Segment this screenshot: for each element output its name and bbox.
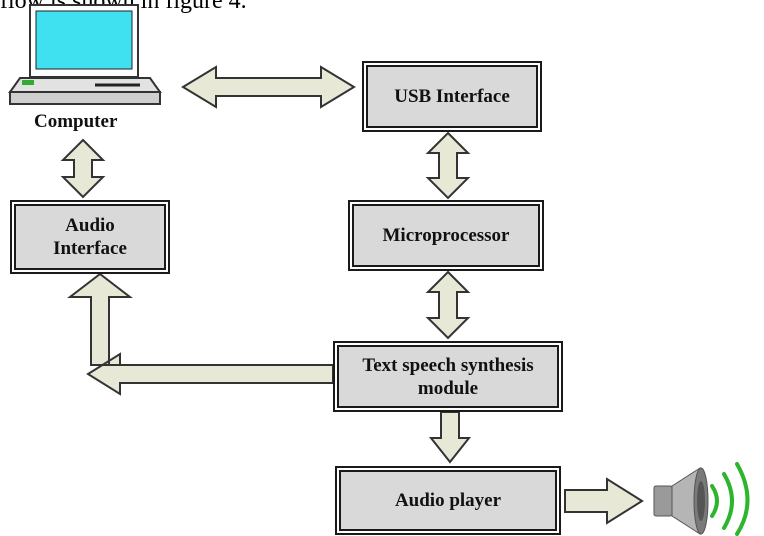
audio-interface-label: Audio Interface — [53, 214, 127, 260]
microprocessor-label: Microprocessor — [382, 225, 510, 246]
audio-interface-label-line1: Audio — [65, 215, 115, 236]
arrow-computer-usb — [181, 65, 356, 109]
audio-interface-block: Audio Interface — [10, 200, 170, 274]
arrow-computer-audio-interface — [60, 138, 106, 199]
tts-module-label-line1: Text speech synthesis — [362, 354, 534, 376]
audio-player-block: Audio player — [335, 466, 561, 535]
arrow-usb-microprocessor — [425, 131, 471, 200]
computer-icon — [8, 4, 162, 105]
arrow-microprocessor-tts — [425, 270, 471, 340]
arrow-tts-audio-interface — [67, 272, 334, 396]
usb-interface-label: USB Interface — [394, 86, 510, 107]
audio-interface-label-line2: Interface — [53, 238, 127, 259]
arrow-player-speaker — [564, 477, 644, 525]
tts-module-label-line2: module — [417, 377, 479, 399]
tts-module-block: Text speech synthesis module — [333, 341, 563, 412]
tts-module-label: Text speech synthesis module — [362, 354, 533, 400]
speaker-icon — [653, 467, 709, 535]
usb-interface-block: USB Interface — [362, 61, 542, 132]
microprocessor-block: Microprocessor — [348, 200, 544, 271]
computer-label: Computer — [34, 111, 118, 132]
arrow-tts-player — [428, 411, 472, 464]
sound-wave-icon — [710, 462, 750, 536]
audio-player-label: Audio player — [394, 490, 502, 511]
